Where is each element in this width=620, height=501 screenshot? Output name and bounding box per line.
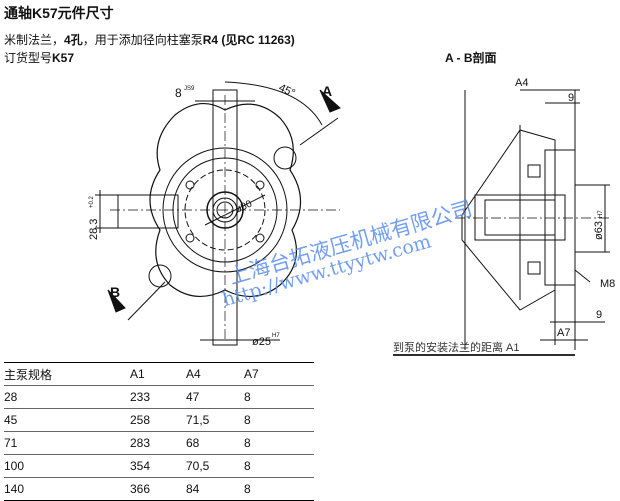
description: 米制法兰，4孔，用于添加径向柱塞泵R4 (见RC 11263) bbox=[4, 33, 295, 47]
dim-a4: A4 bbox=[515, 77, 528, 89]
cell: 258 bbox=[130, 408, 186, 432]
cell: 8 bbox=[244, 482, 251, 496]
technical-drawing: 8 JS9 45° A B 28.3 +0.2 ø80 ø25 H7 A - B… bbox=[88, 50, 615, 356]
header-cell: A1 bbox=[130, 362, 186, 386]
cell: 8 bbox=[244, 408, 314, 432]
cell: 140 bbox=[4, 482, 25, 496]
order-code: 订货型号K57 bbox=[4, 51, 75, 65]
cell: 8 bbox=[244, 385, 314, 409]
cell: 71 bbox=[4, 431, 130, 455]
distance-label: 到泵的安装法兰的距离 A1 bbox=[393, 340, 520, 354]
table-row: 140 366 84 8 bbox=[4, 478, 314, 501]
section-title: A - B剖面 bbox=[445, 50, 497, 65]
dim-a7: A7 bbox=[557, 327, 570, 339]
dim-9-top: 9 bbox=[568, 92, 574, 104]
cell: 45 bbox=[4, 408, 130, 432]
cell: 68 bbox=[186, 431, 244, 455]
cell: 47 bbox=[186, 385, 244, 409]
dim-45: 45° bbox=[277, 82, 297, 100]
section-view bbox=[393, 89, 610, 356]
cell: 100 bbox=[4, 454, 130, 478]
table-header: 主泵规格 A1 A4 A7 bbox=[4, 362, 314, 386]
cell: 8 bbox=[244, 431, 314, 455]
cell: 354 bbox=[130, 454, 186, 478]
dim-28-3-tol: +0.2 bbox=[89, 195, 95, 208]
dim-28-3: 28.3 bbox=[88, 219, 100, 240]
front-view bbox=[95, 81, 341, 346]
dim-8-tol: JS9 bbox=[184, 86, 195, 92]
dim-d25: ø25 bbox=[252, 336, 271, 348]
dim-8: 8 bbox=[175, 86, 182, 100]
dim-9-bottom: 9 bbox=[596, 309, 602, 321]
dim-d63-tol: H7 bbox=[598, 210, 604, 218]
label-a: A bbox=[322, 83, 332, 99]
cell: 84 bbox=[186, 482, 200, 496]
label-b: B bbox=[110, 284, 120, 300]
header-cell: A7 bbox=[244, 362, 314, 386]
cell: 28 bbox=[4, 385, 130, 409]
cell: 233 bbox=[130, 385, 186, 409]
dim-d25-tol: H7 bbox=[272, 333, 280, 339]
cell: 70,5 bbox=[186, 454, 244, 478]
dim-m8: M8 bbox=[600, 278, 615, 290]
header-cell: A4 bbox=[186, 362, 244, 386]
page-title: 通轴K57元件尺寸 bbox=[4, 5, 114, 21]
cell: 366 bbox=[130, 482, 151, 496]
cell: 283 bbox=[130, 431, 186, 455]
header-cell: 主泵规格 bbox=[4, 362, 130, 386]
cell: 8 bbox=[244, 454, 314, 478]
cell: 71,5 bbox=[186, 408, 244, 432]
dim-d63: ø63 bbox=[593, 221, 605, 240]
